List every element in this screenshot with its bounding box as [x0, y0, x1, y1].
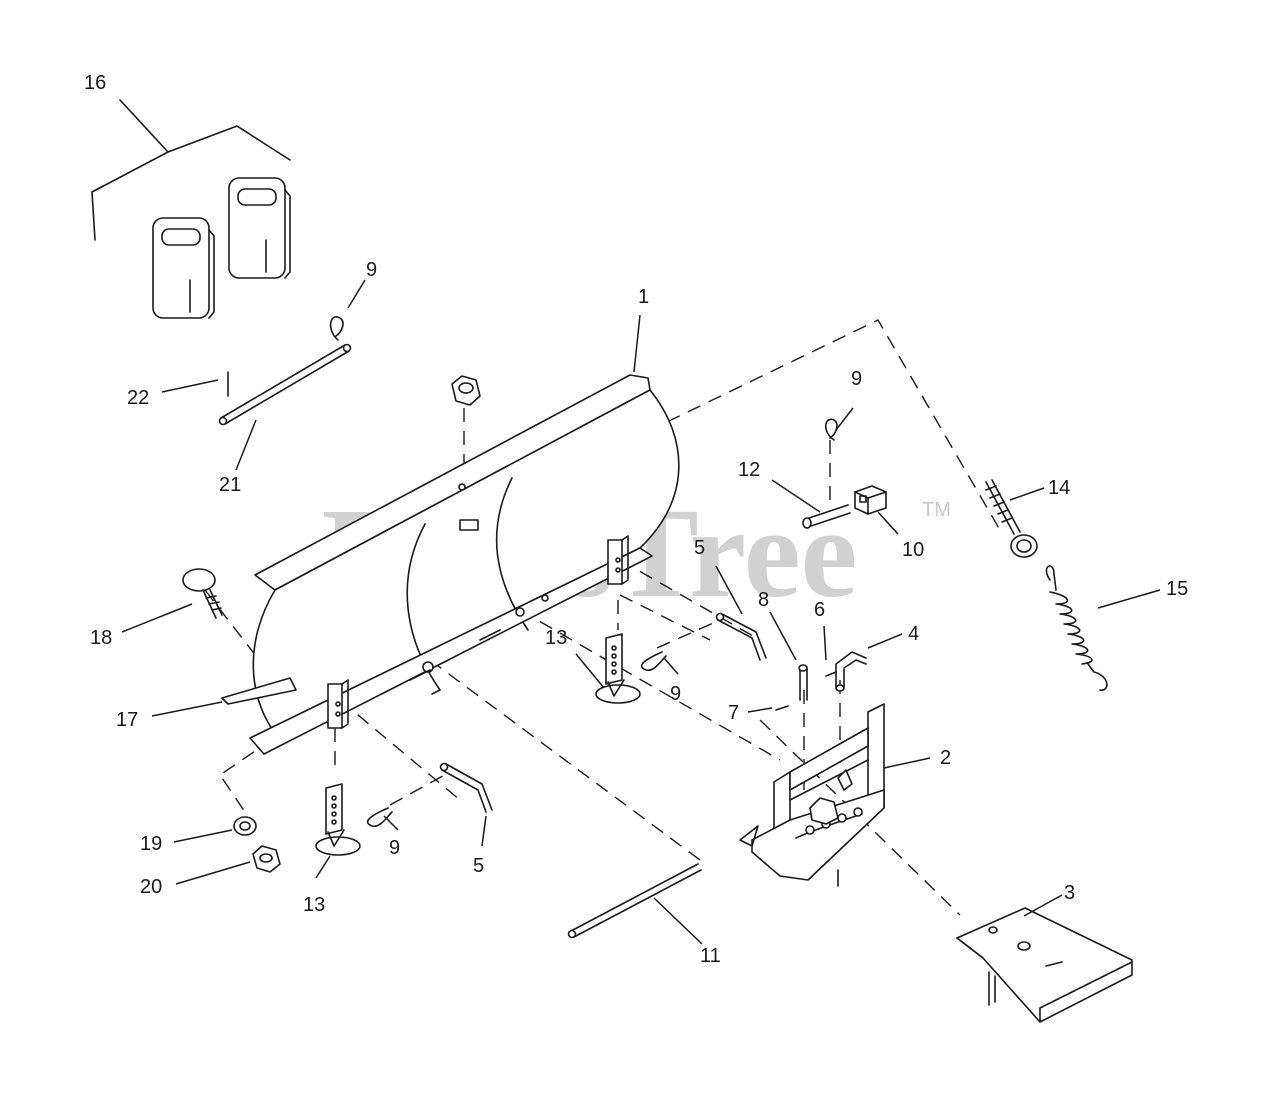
part-2-pivot-frame: [739, 703, 885, 887]
part-9-hairpin-mid: [824, 418, 838, 441]
blade-bracket-right: [607, 535, 629, 585]
part-12-clevis-pin: [802, 504, 851, 529]
callout-13-left: 13: [303, 894, 325, 916]
callout-10: 10: [902, 539, 924, 561]
callout-9-mid: 9: [851, 368, 862, 390]
watermark-tm: TM: [922, 499, 951, 521]
callout-17: 17: [116, 709, 138, 731]
part-5-bent-pin-left: [439, 762, 493, 813]
callout-9-lower-left: 9: [389, 837, 400, 859]
part-4-angle-pin: [835, 651, 867, 692]
callout-20: 20: [140, 876, 162, 898]
part-13-skid-shoe-right: [595, 633, 641, 704]
part-9-hairpin-lower-left: [366, 807, 393, 828]
leader-lines: [121, 279, 1161, 945]
hex-nut-top: [451, 375, 481, 406]
callout-18: 18: [90, 627, 112, 649]
callout-6: 6: [814, 599, 825, 621]
part-10-block: [854, 485, 887, 515]
part-9-hairpin-lower-right: [640, 651, 667, 672]
part-11-pivot-rod: [567, 863, 702, 939]
assembly-guide-lines: [204, 319, 1001, 916]
part-14-eye-bolt: [985, 479, 1038, 558]
callout-1: 1: [638, 286, 649, 308]
part-9-hairpin-top: [329, 316, 344, 341]
callout-16: 16: [84, 72, 106, 94]
part-16-wear-shoes: [91, 99, 291, 319]
part-6-pin: [825, 671, 837, 677]
part-5-bent-pin-right: [715, 612, 767, 661]
callout-2: 2: [940, 747, 951, 769]
part-17-flap: [221, 677, 297, 705]
part-7-pin: [775, 705, 789, 711]
part-18-carriage-bolt: [182, 568, 223, 619]
callout-5-left: 5: [473, 855, 484, 877]
callout-4: 4: [908, 623, 919, 645]
blade-bracket-left: [327, 679, 349, 729]
callout-19: 19: [140, 833, 162, 855]
callout-15: 15: [1166, 578, 1188, 600]
callout-3: 3: [1064, 882, 1075, 904]
callout-7: 7: [728, 702, 739, 724]
part-8-pin: [798, 664, 808, 701]
callout-9-top: 9: [366, 259, 377, 281]
callout-5-right: 5: [694, 537, 705, 559]
callout-22: 22: [127, 387, 149, 409]
callout-14: 14: [1048, 477, 1070, 499]
part-1-plow-blade: [249, 374, 680, 755]
callout-8: 8: [758, 589, 769, 611]
callout-11: 11: [700, 945, 721, 967]
part-15-spring: [1045, 565, 1108, 691]
callout-21: 21: [219, 474, 241, 496]
callout-9-lower-right: 9: [670, 683, 681, 705]
part-13-skid-shoe-left: [315, 783, 361, 856]
callout-13-right: 13: [545, 627, 567, 649]
part-19-washer: [233, 816, 257, 836]
part-3-mounting-plate: [956, 907, 1133, 1023]
callout-12: 12: [738, 459, 760, 481]
part-20-hex-nut: [252, 845, 281, 873]
part-21-rod: [218, 343, 352, 426]
